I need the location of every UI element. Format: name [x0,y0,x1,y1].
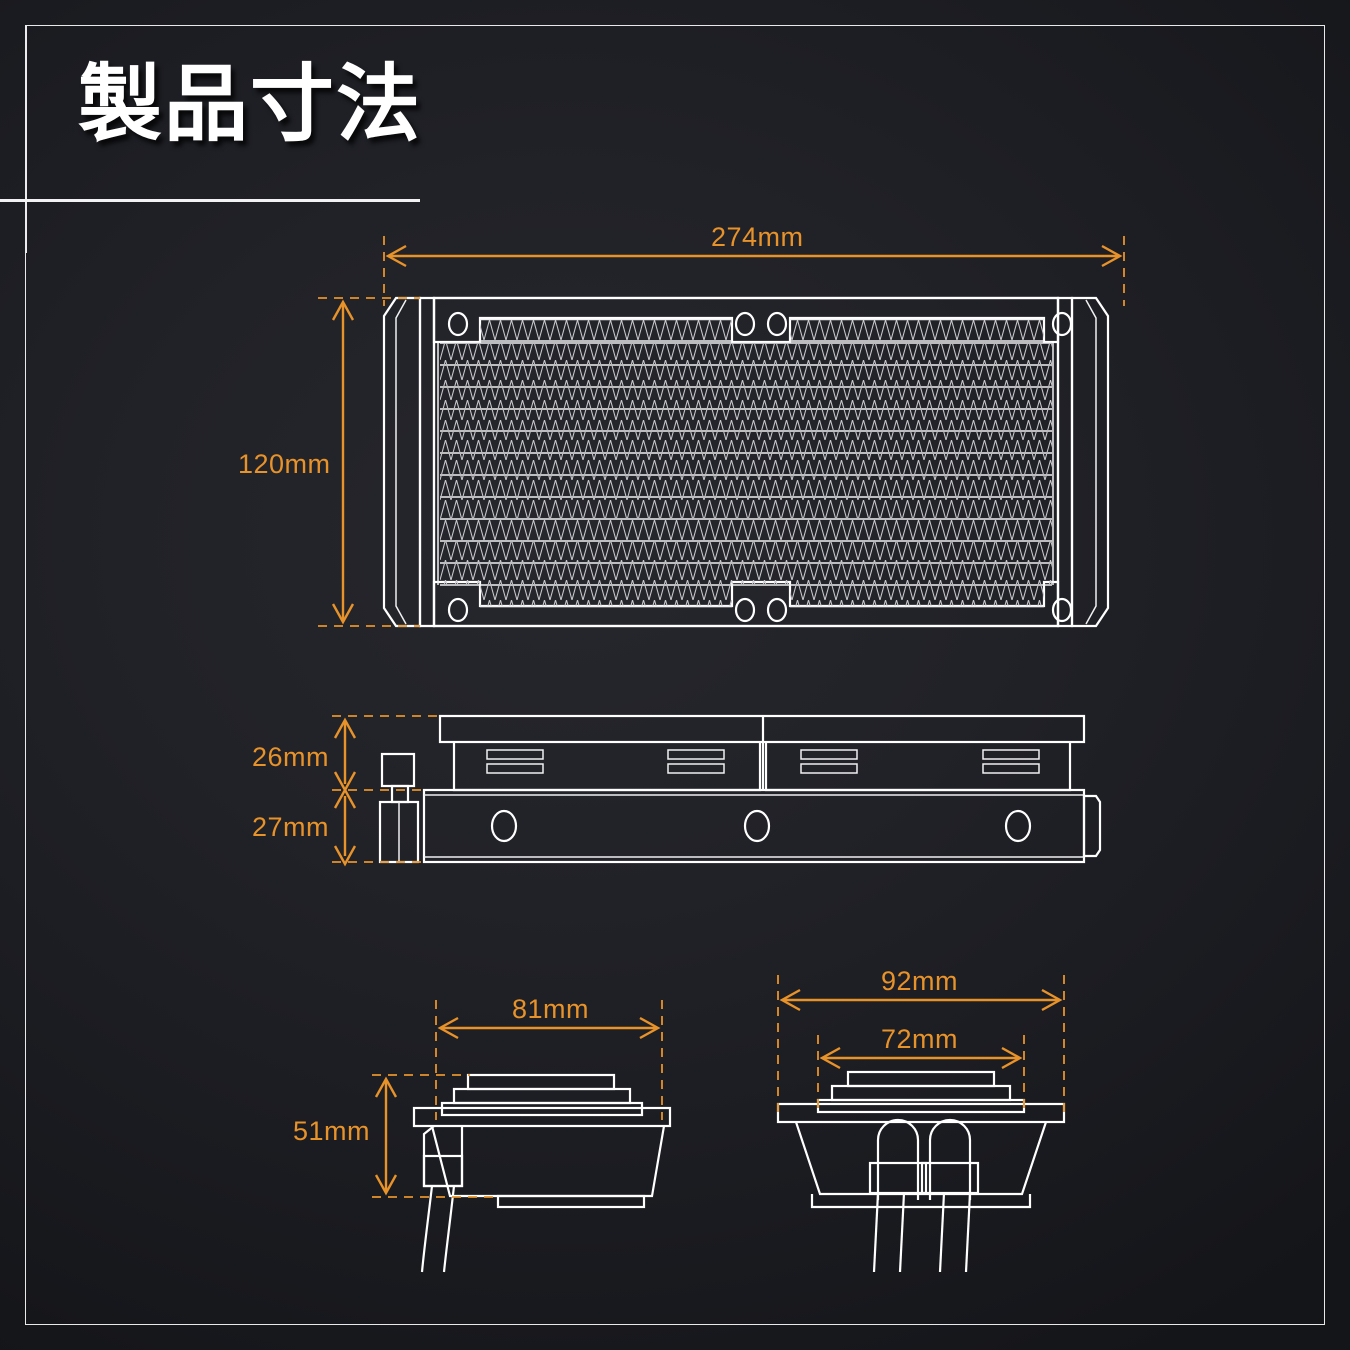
pump-block-side-view [412,1073,672,1273]
dimension-label-pump-depth: 81mm [512,994,590,1024]
dimension-81mm [435,1000,663,1120]
dimension-label-pump-top-width: 72mm [881,1024,959,1054]
dimension-274mm [383,236,1125,306]
page-title: 製品寸法 [78,57,423,151]
pump-block-front-view [776,1070,1066,1273]
radiator-side-view [378,714,1102,864]
dimension-51mm [372,1074,500,1198]
title-horizontal-rule [0,199,420,202]
dimension-26mm-27mm [332,715,440,867]
dimension-92mm [777,975,1065,1116]
radiator-front-view [382,296,1110,628]
dimension-label-radiator-height: 120mm [238,449,331,479]
dimension-label-pump-height: 51mm [293,1116,371,1146]
dimension-label-pump-width: 92mm [881,966,959,996]
dimension-label-radiator-length: 274mm [711,222,804,252]
dimension-120mm [318,297,420,627]
dimension-label-fan-thickness: 26mm [252,742,330,772]
dimension-72mm [817,1035,1025,1112]
title-vertical-rule [25,25,27,253]
dimension-label-radiator-thickness: 27mm [252,812,330,842]
